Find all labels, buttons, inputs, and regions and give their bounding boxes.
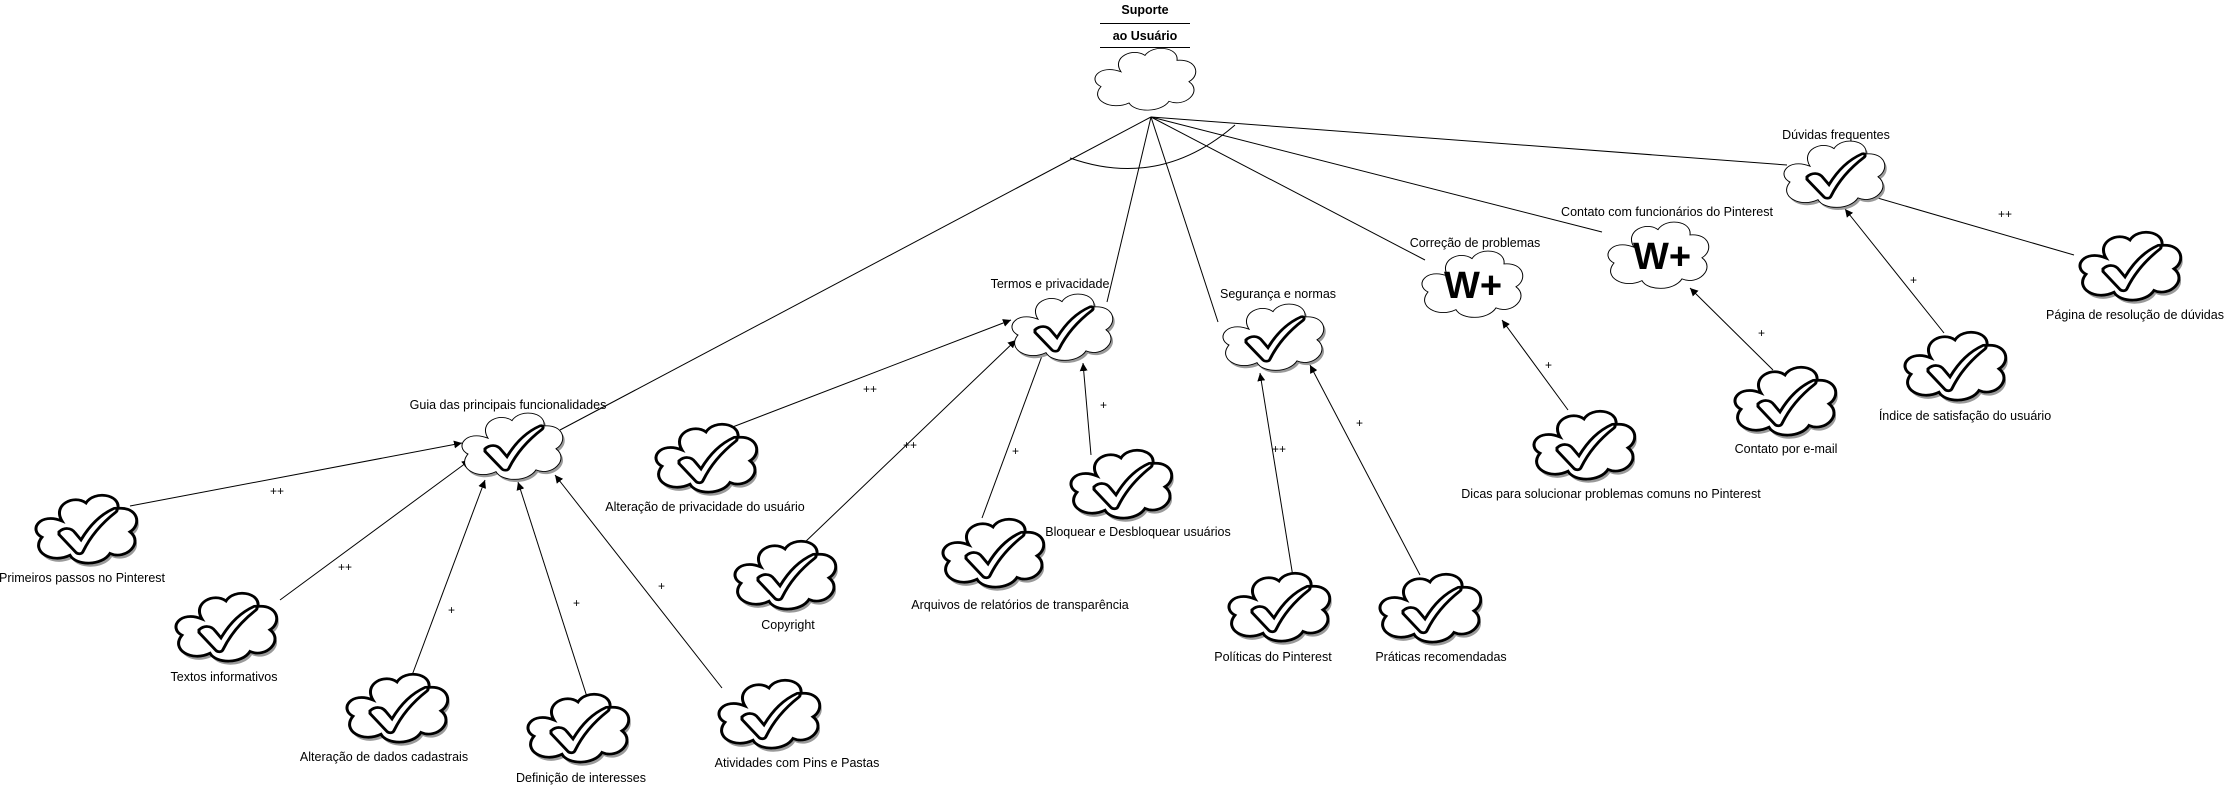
contribution-label: + [1545,358,1552,372]
goal-label-guia: Guia das principais funcionalidades [409,397,607,412]
task-label-alteracao-privacidade: Alteração de privacidade do usuário [605,499,805,514]
root-title-line2: ao Usuário [1112,28,1178,43]
goal-label-correcao: Correção de problemas [1409,235,1541,250]
task-cloud-indice[interactable] [1903,330,2008,404]
link-indice [1844,208,1945,334]
task-label-copyright: Copyright [761,617,815,632]
task-label-alteracao-dados: Alteração de dados cadastrais [299,749,469,764]
and-decomposition-arc [1069,124,1236,169]
task-label-pagina: Página de resolução de dúvidas [2046,307,2224,322]
link-alteracao-dados [410,479,486,679]
link-arquivos [981,344,1047,519]
contribution-label: + [448,603,455,617]
link-copyright [801,339,1017,546]
contribution-label: ++ [338,560,352,574]
task-label-primeiros: Primeiros passos no Pinterest [0,570,166,585]
root-softgoal-cloud[interactable] [1094,47,1197,111]
root-link-seguranca [1150,116,1219,323]
goal-cloud-seguranca[interactable] [1222,303,1326,373]
task-label-arquivos: Arquivos de relatórios de transparência [911,597,1129,612]
goal-label-contato: Contato com funcionários do Pinterest [1561,204,1773,219]
goal-cloud-guia[interactable] [461,412,565,482]
task-cloud-alteracao-privacidade[interactable] [654,422,759,496]
title-bottom-rule [1100,47,1190,48]
task-cloud-copyright[interactable] [733,539,838,613]
link-dicas [1501,319,1569,411]
task-cloud-primeiros[interactable] [34,493,139,567]
link-politicas [1257,372,1294,578]
goal-label-duvidas: Dúvidas frequentes [1782,127,1890,142]
task-label-praticas: Práticas recomendadas [1375,649,1507,664]
contribution-label: + [658,579,665,593]
contribution-label: + [1356,416,1363,430]
link-definicao [516,481,589,701]
goal-cloud-duvidas[interactable] [1783,140,1887,210]
link-textos [279,459,471,601]
task-label-bloquear: Bloquear e Desbloquear usuários [1045,524,1231,539]
link-pagina [1856,190,2075,256]
root-link-duvidas [1150,116,1788,166]
contribution-label: ++ [270,484,284,498]
contribution-label: + [1758,326,1765,340]
root-link-correcao [1150,116,1426,261]
link-alteracao-privacidade [729,319,1012,429]
goal-cloud-termos[interactable] [1011,293,1115,363]
link-praticas [1309,364,1421,576]
task-cloud-contato-email[interactable] [1733,365,1838,439]
root-title-line1: Suporte [1121,2,1169,17]
contribution-label: ++ [863,382,877,396]
task-label-indice: Índice de satisfação do usuário [1878,408,2052,423]
goal-label-seguranca: Segurança e normas [1219,286,1337,301]
task-cloud-definicao[interactable] [526,692,631,766]
contribution-label: + [573,596,580,610]
goal-label-termos: Termos e privacidade [990,276,1110,291]
link-contato-email [1689,287,1774,371]
contribution-label: + [1910,273,1917,287]
task-label-politicas: Políticas do Pinterest [1214,649,1332,664]
contribution-label: + [1012,444,1019,458]
softgoal-mark: W+ [1444,265,1502,307]
softgoal-mark: W+ [1633,236,1691,278]
task-label-contato-email: Contato por e-mail [1734,441,1838,456]
title-top-rule [1100,23,1190,24]
task-cloud-praticas[interactable] [1378,572,1483,646]
task-cloud-dicas[interactable] [1532,409,1637,483]
task-cloud-atividades[interactable] [717,678,822,752]
task-label-textos: Textos informativos [170,669,278,684]
link-bloquear [1079,362,1092,456]
task-cloud-arquivos[interactable] [941,517,1046,591]
link-primeiros [129,440,463,507]
task-cloud-pagina[interactable] [2078,230,2183,304]
task-cloud-politicas[interactable] [1227,571,1332,645]
contribution-label: ++ [903,438,917,452]
task-cloud-textos[interactable] [174,591,279,665]
task-label-atividades: Atividades com Pins e Pastas [714,755,880,770]
task-cloud-alteracao-dados[interactable] [345,672,450,746]
task-label-dicas: Dicas para solucionar problemas comuns n… [1461,486,1761,501]
root-link-termos [1106,116,1152,303]
contribution-links [129,116,2075,701]
task-cloud-bloquear[interactable] [1069,448,1174,522]
root-link-guia [559,116,1152,431]
task-label-definicao: Definição de interesses [516,770,646,785]
link-atividades [554,474,723,689]
contribution-label: ++ [1998,207,2012,221]
contribution-label: + [1100,398,1107,412]
contribution-label: ++ [1272,442,1286,456]
root-link-contato [1150,116,1603,233]
